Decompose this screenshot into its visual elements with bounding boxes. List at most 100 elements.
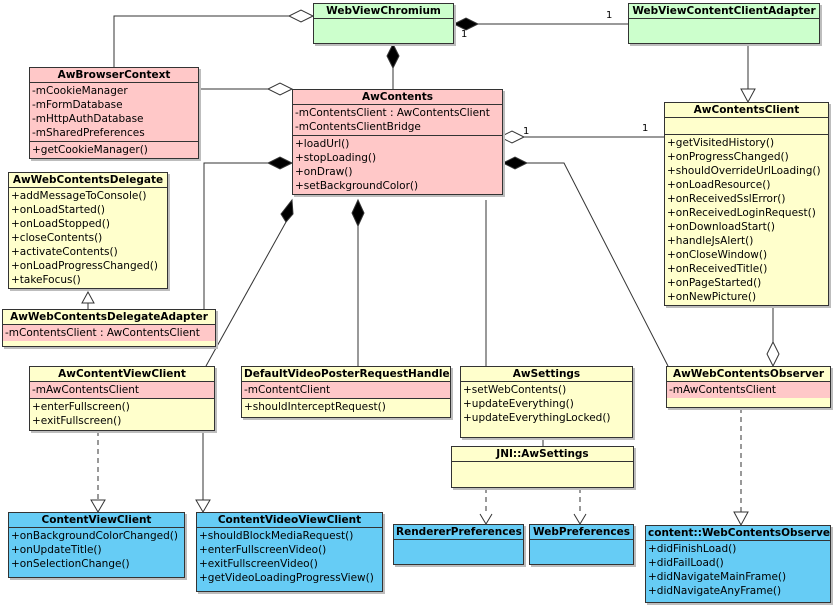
attributes-compartment: [665, 118, 828, 135]
method: +handleJsAlert(): [667, 235, 754, 247]
class-name: RendererPreferences: [394, 526, 523, 540]
class-content-view-client[interactable]: ContentViewClient +onBackgroundColorChan…: [8, 512, 185, 578]
multiplicity-label: 1: [523, 126, 530, 137]
class-name: AwWebContentsDelegateAdapter: [3, 310, 215, 325]
class-content-video-view-client[interactable]: ContentVideoViewClient +shouldBlockMedia…: [196, 512, 383, 592]
attributes-compartment: -mContentClient: [242, 382, 450, 399]
class-default-video-poster-request-handler[interactable]: DefaultVideoPosterRequestHandler -mConte…: [241, 366, 451, 418]
method: +setWebContents(): [463, 384, 567, 396]
class-name: AwSettings: [461, 367, 632, 382]
class-name: AwBrowserContext: [30, 68, 198, 83]
attribute: -mAwContentsClient: [32, 384, 139, 396]
class-webview-content-client-adapter[interactable]: WebViewContentClientAdapter: [628, 3, 820, 44]
class-aw-settings[interactable]: AwSettings +setWebContents() +updateEver…: [460, 366, 633, 438]
method: +getCookieManager(): [32, 144, 148, 156]
method: +onBackgroundColorChanged(): [11, 530, 178, 542]
methods-compartment: +addMessageToConsole() +onLoadStarted() …: [9, 188, 167, 288]
class-aw-web-contents-delegate[interactable]: AwWebContentsDelegate +addMessageToConso…: [8, 172, 168, 289]
generalization-arrow: [81, 290, 95, 304]
composition-diamond: [386, 42, 400, 70]
class-webview-chromium[interactable]: WebViewChromium: [313, 3, 454, 44]
method: +onLoadResource(): [667, 179, 771, 191]
edge-contents-to-observer: [527, 162, 669, 367]
aggregation-diamond: [766, 340, 780, 368]
method: +onSelectionChange(): [11, 558, 130, 570]
class-name: AwContents: [293, 90, 502, 105]
method: +getVisitedHistory(): [667, 137, 775, 149]
method: +didNavigateAnyFrame(): [648, 585, 782, 597]
methods-compartment: +getCookieManager(): [30, 142, 198, 158]
method: +onNewPicture(): [667, 291, 757, 303]
methods-compartment: +enterFullscreen() +exitFullscreen(): [30, 399, 214, 429]
class-name: ContentViewClient: [9, 513, 184, 528]
class-content-web-contents-observer[interactable]: content::WebContentsObserver +didFinishL…: [645, 525, 831, 603]
method: +didFinishLoad(): [648, 543, 737, 555]
generalization-arrow: [740, 88, 756, 104]
method: +addMessageToConsole(): [11, 190, 147, 202]
aggregation-diamond: [498, 130, 526, 144]
method: +stopLoading(): [295, 152, 377, 164]
attribute: -mHttpAuthDatabase: [32, 113, 144, 125]
aggregation-diamond: [287, 9, 315, 23]
methods-compartment: +didFinishLoad() +didFailLoad() +didNavi…: [646, 541, 830, 599]
class-name: DefaultVideoPosterRequestHandler: [242, 368, 450, 382]
method: +onPageStarted(): [667, 277, 762, 289]
class-name: WebPreferences: [530, 525, 633, 540]
class-renderer-preferences[interactable]: RendererPreferences: [393, 524, 524, 565]
class-aw-content-view-client[interactable]: AwContentViewClient -mAwContentsClient +…: [29, 366, 215, 431]
class-aw-web-contents-delegate-adapter[interactable]: AwWebContentsDelegateAdapter -mContentsC…: [2, 309, 216, 347]
method: +exitFullscreenVideo(): [199, 558, 318, 570]
attribute: -mContentsClient : AwContentsClient: [295, 107, 490, 119]
attribute: -mCookieManager: [32, 85, 128, 97]
method: +setBackgroundColor(): [295, 180, 419, 192]
composition-diamond: [266, 156, 294, 170]
generalization-arrow: [195, 499, 211, 513]
composition-diamond: [501, 156, 529, 170]
method: +onLoadStarted(): [11, 204, 106, 216]
composition-diamond: [280, 198, 294, 223]
class-web-preferences[interactable]: WebPreferences: [529, 524, 634, 565]
method: +shouldInterceptRequest(): [244, 401, 386, 413]
realization-arrow: [90, 499, 106, 513]
class-jni-aw-settings[interactable]: JNI::AwSettings: [451, 446, 634, 488]
multiplicity-label: 1: [461, 29, 468, 40]
class-name: AwContentsClient: [665, 103, 828, 118]
method: +activateContents(): [11, 246, 118, 258]
class-aw-contents-client[interactable]: AwContentsClient +getVisitedHistory() +o…: [664, 102, 829, 306]
method: +onReceivedTitle(): [667, 263, 768, 275]
class-name: content::WebContentsObserver: [646, 527, 830, 541]
class-name: JNI::AwSettings: [452, 447, 633, 462]
class-name: WebViewContentClientAdapter: [629, 4, 819, 19]
method: +onDownloadStart(): [667, 221, 775, 233]
composition-diamond: [351, 198, 365, 228]
method: +onProgressChanged(): [667, 151, 789, 163]
edge-browser-context-to-chromium: [113, 15, 313, 67]
method: +didNavigateMainFrame(): [648, 571, 787, 583]
class-aw-contents[interactable]: AwContents -mContentsClient : AwContents…: [292, 89, 503, 195]
method: +closeContents(): [11, 232, 103, 244]
method: +onLoadProgressChanged(): [11, 260, 158, 272]
attributes-compartment: -mAwContentsClient: [30, 382, 214, 399]
composition-diamond: [452, 17, 480, 31]
method: +onReceivedLoginRequest(): [667, 207, 816, 219]
class-name: AwContentViewClient: [30, 367, 214, 382]
class-aw-web-contents-observer[interactable]: AwWebContentsObserver -mAwContentsClient: [666, 366, 831, 408]
method: +exitFullscreen(): [32, 415, 122, 427]
class-name: AwWebContentsObserver: [667, 367, 830, 382]
dependency-arrow: [573, 513, 587, 525]
class-aw-browser-context[interactable]: AwBrowserContext -mCookieManager -mFormD…: [29, 67, 199, 159]
attributes-compartment: -mContentsClient : AwContentsClient -mCo…: [293, 105, 502, 136]
class-name: ContentVideoViewClient: [197, 513, 382, 528]
aggregation-diamond: [266, 82, 294, 96]
methods-compartment: +shouldBlockMediaRequest() +enterFullscr…: [197, 528, 382, 586]
method: +loadUrl(): [295, 138, 350, 150]
attribute: -mSharedPreferences: [32, 127, 145, 139]
methods-compartment: +onBackgroundColorChanged() +onUpdateTit…: [9, 528, 184, 572]
attributes-compartment: -mAwContentsClient: [667, 382, 830, 398]
multiplicity-label: 1: [642, 123, 649, 134]
attributes-compartment: -mContentsClient : AwContentsClient: [3, 325, 215, 341]
method: +onDraw(): [295, 166, 353, 178]
multiplicity-label: 1: [606, 10, 613, 21]
class-name: WebViewChromium: [314, 4, 453, 19]
